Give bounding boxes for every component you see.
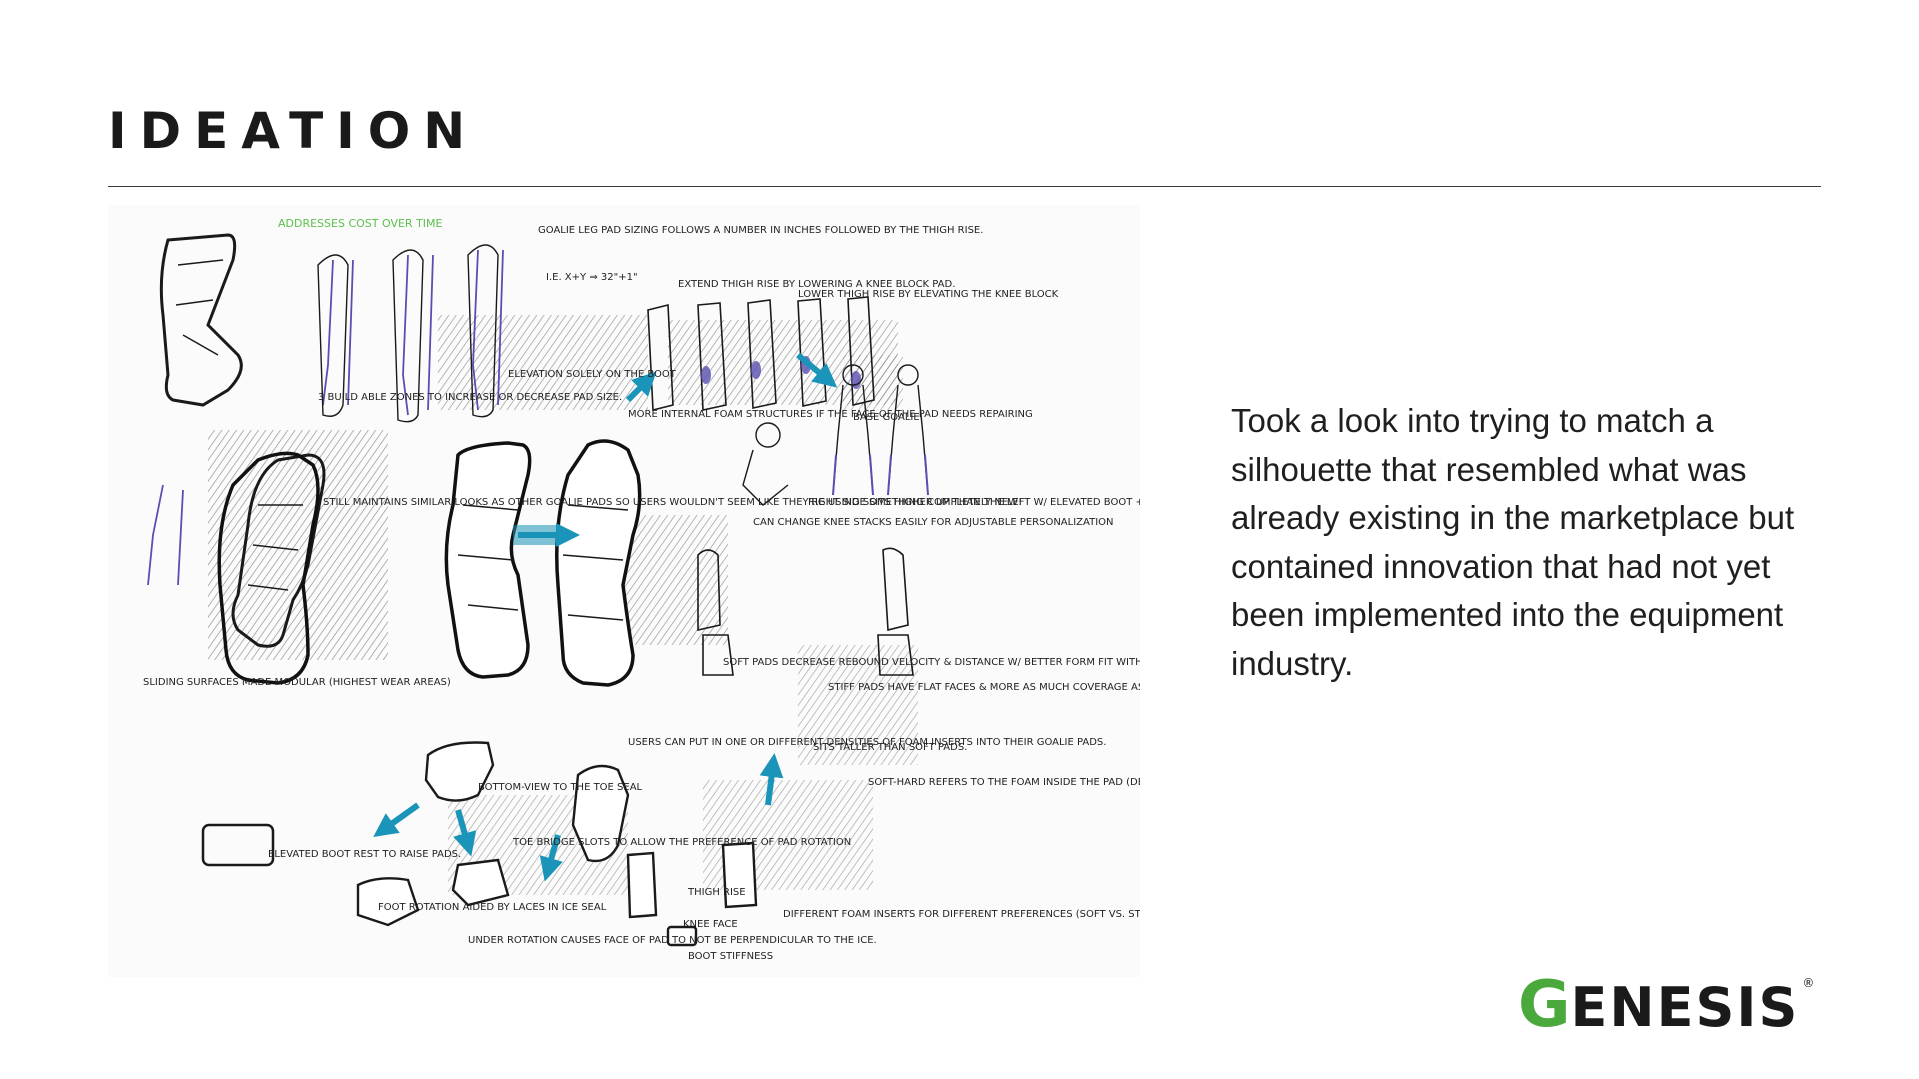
svg-text:ADDRESSES COST OVER TIME: ADDRESSES COST OVER TIME [278, 217, 443, 230]
svg-text:UNDER ROTATION CAUSES FACE OF: UNDER ROTATION CAUSES FACE OF PAD TO NOT… [468, 935, 877, 946]
registered-mark: ® [1802, 976, 1815, 990]
svg-text:MORE INTERNAL FOAM STRUCTURES: MORE INTERNAL FOAM STRUCTURES IF THE FAC… [628, 409, 1033, 420]
svg-text:USERS CAN PUT IN ONE OR DIFFER: USERS CAN PUT IN ONE OR DIFFERENT DENSIT… [628, 737, 1106, 748]
svg-text:KNEE FACE: KNEE FACE [683, 919, 738, 930]
logo-initial: G [1518, 968, 1571, 1042]
sketch-pad-top-left [159, 233, 243, 407]
svg-text:CAN CHANGE KNEE STACKS EASILY: CAN CHANGE KNEE STACKS EASILY FOR ADJUST… [753, 517, 1114, 528]
svg-text:STILL MAINTAINS SIMILAR LOOKS: STILL MAINTAINS SIMILAR LOOKS AS OTHER G… [323, 497, 1022, 508]
svg-text:LOWER THIGH RISE BY ELEVATING: LOWER THIGH RISE BY ELEVATING THE KNEE B… [798, 289, 1059, 300]
svg-text:BASE GOALIE: BASE GOALIE [853, 412, 920, 423]
hatch-block-bottom-right [798, 645, 918, 765]
svg-text:BOTTOM-VIEW TO THE TOE SEAL: BOTTOM-VIEW TO THE TOE SEAL [478, 782, 643, 793]
sketch-notes: ADDRESSES COST OVER TIME GOALIE LEG PAD … [143, 217, 1140, 962]
svg-text:3 BUILD ABLE ZONES TO INCREASE: 3 BUILD ABLE ZONES TO INCREASE OR DECREA… [318, 392, 622, 403]
logo-wordmark: ENESIS [1570, 976, 1800, 1039]
sketch-drawing: ADDRESSES COST OVER TIME GOALIE LEG PAD … [143, 217, 1140, 962]
svg-text:ELEVATION SOLELY ON THE BOOT: ELEVATION SOLELY ON THE BOOT [508, 369, 677, 380]
ideation-sketch: ADDRESSES COST OVER TIME GOALIE LEG PAD … [108, 205, 1140, 977]
sketch-pad-soft-stiff [697, 547, 914, 676]
svg-text:SLIDING SURFACES MADE MODULAR: SLIDING SURFACES MADE MODULAR (HIGHEST W… [143, 677, 451, 688]
hatch-block-left [208, 430, 388, 660]
svg-text:I.E. X+Y ⇒ 32"+1": I.E. X+Y ⇒ 32"+1" [546, 272, 638, 283]
svg-text:SOFT PADS DECREASE REBOUND VEL: SOFT PADS DECREASE REBOUND VELOCITY & DI… [723, 657, 1140, 668]
genesis-logo: G ENESIS ® [1518, 968, 1815, 1042]
sketch-pad-center-right [555, 439, 642, 687]
svg-text:BOOT STIFFNESS: BOOT STIFFNESS [688, 951, 773, 962]
slide-caption: Took a look into trying to match a silho… [1231, 402, 1795, 682]
svg-text:EXTEND THIGH RISE BY LOWERING: EXTEND THIGH RISE BY LOWERING A KNEE BLO… [678, 279, 955, 290]
sketch-pad-mid-left [231, 453, 326, 648]
svg-text:DIFFERENT FOAM INSERTS FOR DIF: DIFFERENT FOAM INSERTS FOR DIFFERENT PRE… [783, 909, 1140, 920]
sketch-slide-piece [201, 823, 275, 867]
sketch-bottom-parts [356, 741, 758, 947]
svg-text:SOFT-HARD REFERS TO THE FOAM I: SOFT-HARD REFERS TO THE FOAM INSIDE THE … [868, 777, 1140, 788]
svg-text:STIFF PADS HAVE FLAT FACES & M: STIFF PADS HAVE FLAT FACES & MORE AS MUC… [828, 682, 1140, 693]
svg-text:GOALIE LEG PAD SIZING FOLLOWS: GOALIE LEG PAD SIZING FOLLOWS A NUMBER I… [538, 225, 983, 236]
svg-text:ELEVATED BOOT REST TO RAISE PA: ELEVATED BOOT REST TO RAISE PADS. [268, 849, 461, 860]
svg-text:TOE BRIDGE SLOTS TO ALLOW THE: TOE BRIDGE SLOTS TO ALLOW THE PREFERENCE… [512, 837, 851, 848]
slide-title: IDEATION [108, 102, 479, 160]
sketch-pad-center-left [444, 441, 532, 679]
svg-text:RIGHT SIDE SITS HIGHER UP THAN: RIGHT SIDE SITS HIGHER UP THAN THE LEFT … [808, 497, 1140, 508]
svg-text:SITS TALLER THAN SOFT PADS.: SITS TALLER THAN SOFT PADS. [813, 742, 967, 753]
svg-text:THIGH RISE: THIGH RISE [687, 887, 746, 898]
svg-text:FOOT ROTATION AIDED BY LACES I: FOOT ROTATION AIDED BY LACES IN ICE SEAL [378, 902, 607, 913]
title-divider [108, 186, 1821, 187]
sketch-legs-purple [147, 249, 504, 586]
